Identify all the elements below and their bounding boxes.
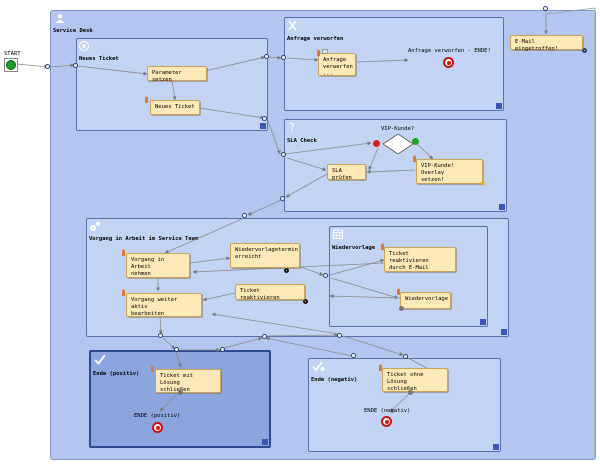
message-start-node[interactable]	[543, 6, 548, 11]
gateway-label: VIP-Kunde?	[381, 126, 415, 132]
end-label-negativ: ENDE (negativ)	[364, 408, 411, 414]
flow-node[interactable]	[280, 196, 285, 201]
gear-small-icon	[408, 390, 413, 395]
flow-node[interactable]	[323, 273, 328, 278]
lane-corner-marker	[493, 444, 499, 450]
task-email-eingetroffen[interactable]: E-Mail eingetroffen!	[510, 35, 583, 52]
task-ticket-ohne-loesung[interactable]: Ticket ohne Lösung schließen	[382, 368, 448, 392]
end-label-anfrage: Anfrage verworfen - ENDE!	[408, 48, 491, 54]
task-anfrage-verwerfen[interactable]: Anfrage verwerfen ...	[318, 53, 356, 77]
lane-title-ende-positiv: Ende (positiv)	[93, 371, 140, 377]
hand-icon	[412, 155, 417, 162]
flow-node[interactable]	[242, 213, 247, 218]
hand-icon	[121, 289, 126, 296]
hand-icon	[150, 365, 155, 372]
flow-node[interactable]	[158, 333, 163, 338]
document-icon	[322, 49, 328, 54]
flow-node[interactable]	[264, 54, 269, 59]
gateway-yes-icon	[412, 138, 419, 145]
flow-node[interactable]	[351, 353, 356, 358]
lane-wiedervorlage[interactable]: Wiedervorlage	[329, 226, 488, 327]
vip-gateway[interactable]	[382, 133, 414, 155]
lane-title-neues-ticket: Neues Ticket	[79, 56, 119, 62]
flow-node[interactable]	[174, 347, 179, 352]
lane-title-vorgang: Vorgang in Arbeit im Service Team	[89, 236, 199, 242]
gear-circle-icon	[79, 41, 89, 53]
calendar-icon	[333, 229, 343, 241]
lane-title-ende-negativ: Ende (negativ)	[311, 377, 358, 383]
gear-small-icon	[399, 306, 404, 311]
hand-icon	[380, 243, 385, 250]
task-ticket-mit-loesung[interactable]: Ticket mit Lösung schließen	[155, 369, 221, 393]
flow-node[interactable]	[281, 55, 286, 60]
start-label: START	[4, 51, 21, 57]
user-icon	[55, 14, 65, 25]
checkmark-icon	[94, 354, 106, 367]
lane-title-wiedervorlage: Wiedervorlage	[332, 245, 376, 251]
pool-title: Service Desk	[53, 28, 93, 34]
lane-corner-marker	[480, 319, 486, 325]
lane-corner-marker	[499, 204, 505, 210]
task-ticket-reaktivieren[interactable]: Ticket reaktivieren	[235, 284, 305, 301]
timer-node[interactable]	[582, 48, 587, 53]
flow-node[interactable]	[73, 63, 78, 68]
end-event-negativ[interactable]	[381, 416, 392, 427]
task-wiedervorlage[interactable]: Wiedervorlage	[400, 292, 451, 309]
task-neues-ticket[interactable]: Neues Ticket	[150, 100, 200, 115]
hand-icon	[144, 96, 149, 103]
flow-node[interactable]	[220, 347, 225, 352]
hand-icon	[121, 249, 126, 256]
gear-small-icon	[178, 390, 183, 395]
flow-node[interactable]	[403, 354, 408, 359]
lane-corner-marker	[262, 439, 268, 445]
task-wiedervorlagetermin[interactable]: Wiedervorlagetermin erreicht	[230, 243, 300, 268]
hand-icon	[378, 364, 383, 371]
question-icon: ?	[289, 121, 295, 134]
lane-neues-ticket[interactable]: Neues Ticket	[76, 38, 268, 131]
lane-corner-marker	[496, 103, 502, 109]
end-label-positiv: ENDE (positiv)	[134, 413, 181, 419]
star-icon	[480, 180, 486, 186]
flow-node[interactable]	[337, 333, 342, 338]
task-vip-overlay[interactable]: VIP-Kunde! Overlay setzen!	[416, 159, 483, 184]
lane-title-sla-check: SLA Check	[287, 138, 317, 144]
flow-node[interactable]	[262, 334, 267, 339]
lane-title-anfrage-verworfen: Anfrage verworfen	[287, 36, 344, 42]
task-sla-pruefen[interactable]: SLA prüfen	[327, 164, 366, 181]
timer-event[interactable]	[284, 268, 289, 273]
lane-corner-marker	[501, 329, 507, 335]
x-icon	[288, 20, 297, 33]
message-catch-event[interactable]	[303, 299, 308, 304]
flow-node[interactable]	[262, 116, 267, 121]
flow-node[interactable]	[281, 152, 286, 157]
check-gears-icon	[312, 361, 325, 374]
gears-icon	[89, 221, 101, 234]
task-parameter-setzen[interactable]: Parameter setzen	[147, 66, 207, 83]
end-event-anfrage[interactable]	[443, 57, 454, 68]
end-event-positiv[interactable]	[152, 422, 163, 433]
start-event[interactable]	[4, 58, 18, 72]
hand-icon	[316, 49, 321, 56]
task-vorgang-nehmen[interactable]: Vorgang in Arbeit nehmen	[126, 253, 190, 278]
flow-node[interactable]	[45, 64, 50, 69]
lane-corner-marker	[260, 123, 266, 129]
task-ticket-reaktivieren-mail[interactable]: Ticket reaktivieren durch E-Mail	[384, 247, 456, 272]
hand-icon	[396, 288, 401, 295]
task-vorgang-weiter[interactable]: Vorgang weiter aktiv bearbeiten	[126, 293, 202, 317]
gateway-no-icon	[373, 140, 380, 147]
